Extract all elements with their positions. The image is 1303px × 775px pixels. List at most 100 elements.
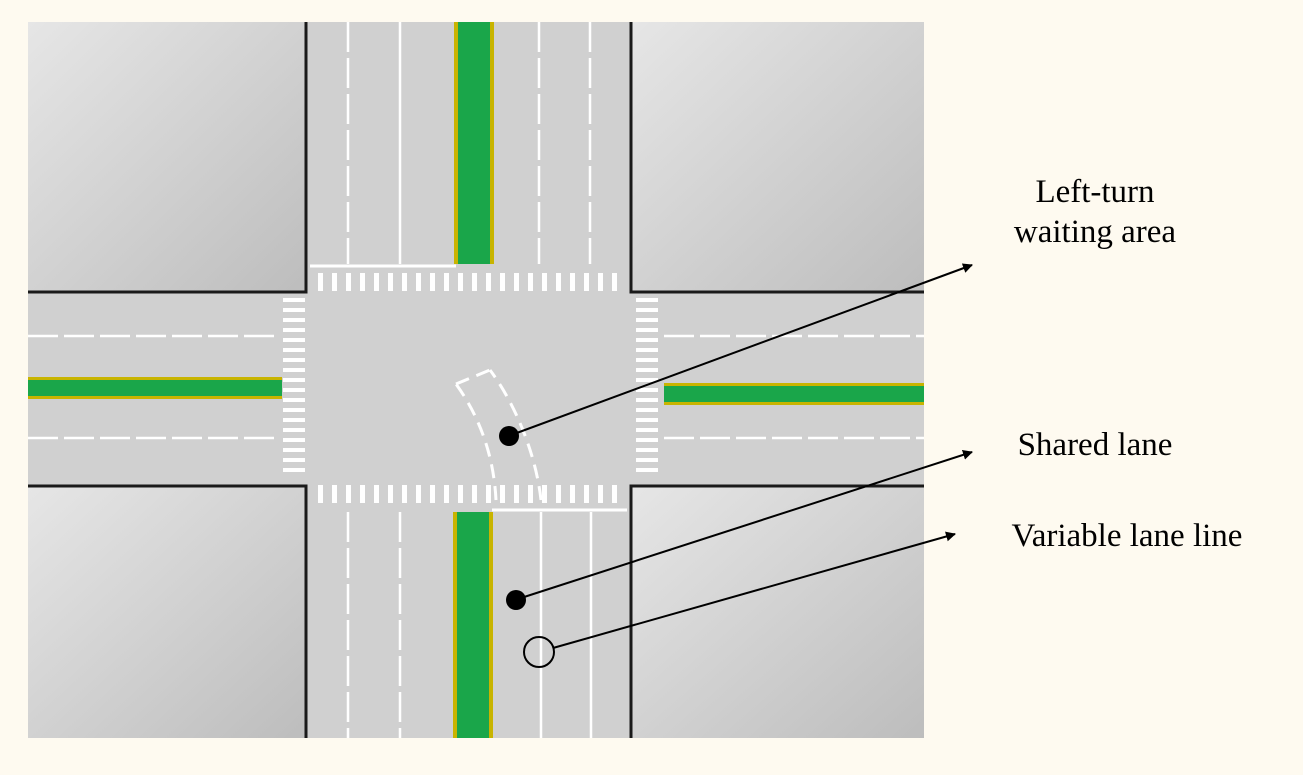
crosswalk-stripe — [542, 485, 547, 503]
crosswalk-stripe — [332, 273, 337, 291]
crosswalk-stripe — [458, 273, 463, 291]
crosswalk-stripe — [636, 468, 658, 472]
crosswalk-stripe — [612, 485, 617, 503]
crosswalk-stripe — [430, 485, 435, 503]
crosswalk-stripe — [283, 368, 305, 372]
crosswalk-stripe — [528, 485, 533, 503]
crosswalk-stripe — [636, 308, 658, 312]
east-lane-lines — [664, 334, 924, 440]
crosswalk-stripe — [556, 273, 561, 291]
crosswalk-stripe — [570, 273, 575, 291]
crosswalk-stripe — [500, 485, 505, 503]
crosswalk-stripe — [514, 485, 519, 503]
median-north — [454, 22, 494, 264]
crosswalk-stripe — [360, 273, 365, 291]
crosswalk-stripe — [598, 485, 603, 503]
variable-lane-marker-circle — [523, 636, 555, 668]
crosswalk-stripe — [360, 485, 365, 503]
crosswalk-west — [283, 298, 305, 472]
crosswalk-stripe — [636, 298, 658, 302]
crosswalk-stripe — [486, 273, 491, 291]
crosswalk-stripe — [283, 358, 305, 362]
crosswalk-stripe — [636, 448, 658, 452]
crosswalk-stripe — [636, 388, 658, 392]
crosswalk-stripe — [636, 418, 658, 422]
crosswalk-stripe — [416, 273, 421, 291]
crosswalk-north — [318, 273, 617, 291]
label-variable-lane-line: Variable lane line — [1011, 518, 1243, 554]
label-left-turn-waiting-area: Left-turn waiting area — [960, 172, 1230, 252]
crosswalk-stripe — [598, 273, 603, 291]
crosswalk-stripe — [472, 273, 477, 291]
crosswalk-stripe — [570, 485, 575, 503]
crosswalk-stripe — [374, 273, 379, 291]
crosswalk-stripe — [472, 485, 477, 503]
crosswalk-stripe — [283, 308, 305, 312]
label-left-turn-line2: waiting area — [1013, 214, 1177, 250]
crosswalk-stripe — [283, 398, 305, 402]
crosswalk-stripe — [402, 485, 407, 503]
crosswalk-stripe — [636, 338, 658, 342]
crosswalk-stripe — [283, 298, 305, 302]
crosswalk-stripe — [430, 273, 435, 291]
crosswalk-stripe — [612, 273, 617, 291]
crosswalk-stripe — [636, 378, 658, 382]
median-west — [28, 377, 282, 399]
crosswalk-stripe — [283, 318, 305, 322]
crosswalk-stripe — [444, 273, 449, 291]
label-shared-lane: Shared lane — [1017, 427, 1173, 463]
crosswalk-stripe — [416, 485, 421, 503]
crosswalk-stripe — [636, 348, 658, 352]
crosswalk-stripe — [500, 273, 505, 291]
crosswalk-stripe — [283, 438, 305, 442]
block-bottom-left — [28, 486, 306, 738]
label-left-turn-line1: Left-turn — [1035, 174, 1155, 210]
crosswalk-stripe — [283, 328, 305, 332]
crosswalk-stripe — [283, 408, 305, 412]
crosswalk-east — [636, 298, 658, 472]
crosswalk-stripe — [542, 273, 547, 291]
crosswalk-stripe — [283, 348, 305, 352]
crosswalk-stripe — [346, 273, 351, 291]
block-top-right — [631, 22, 924, 292]
block-top-left — [28, 22, 306, 292]
crosswalk-stripe — [636, 408, 658, 412]
shared-lane-leader-arrow — [520, 450, 973, 599]
crosswalk-stripe — [346, 485, 351, 503]
crosswalk-stripe — [283, 428, 305, 432]
crosswalk-stripe — [636, 428, 658, 432]
median-east — [664, 383, 924, 405]
crosswalk-stripe — [636, 458, 658, 462]
crosswalk-stripe — [283, 458, 305, 462]
left-turn-marker-dot — [499, 426, 519, 446]
crosswalk-stripe — [636, 358, 658, 362]
crosswalk-stripe — [332, 485, 337, 503]
crosswalk-stripe — [388, 485, 393, 503]
crosswalk-stripe — [283, 448, 305, 452]
crosswalk-stripe — [318, 273, 323, 291]
crosswalk-stripe — [528, 273, 533, 291]
crosswalk-stripe — [556, 485, 561, 503]
crosswalk-stripe — [283, 418, 305, 422]
crosswalk-stripe — [402, 273, 407, 291]
crosswalk-stripe — [636, 318, 658, 322]
crosswalk-stripe — [636, 368, 658, 372]
crosswalk-stripe — [283, 378, 305, 382]
south-lane-lines — [346, 508, 627, 738]
west-lane-lines — [28, 334, 280, 440]
crosswalk-stripe — [636, 398, 658, 402]
crosswalk-stripe — [283, 468, 305, 472]
crosswalk-stripe — [283, 338, 305, 342]
crosswalk-stripe — [584, 273, 589, 291]
north-lane-lines — [310, 22, 592, 268]
block-bottom-right — [631, 486, 924, 738]
crosswalk-stripe — [458, 485, 463, 503]
crosswalk-stripe — [388, 273, 393, 291]
crosswalk-stripe — [584, 485, 589, 503]
crosswalk-stripe — [283, 388, 305, 392]
curb-lines — [28, 22, 924, 738]
left-turn-leader-arrow — [513, 263, 973, 435]
crosswalk-stripe — [374, 485, 379, 503]
